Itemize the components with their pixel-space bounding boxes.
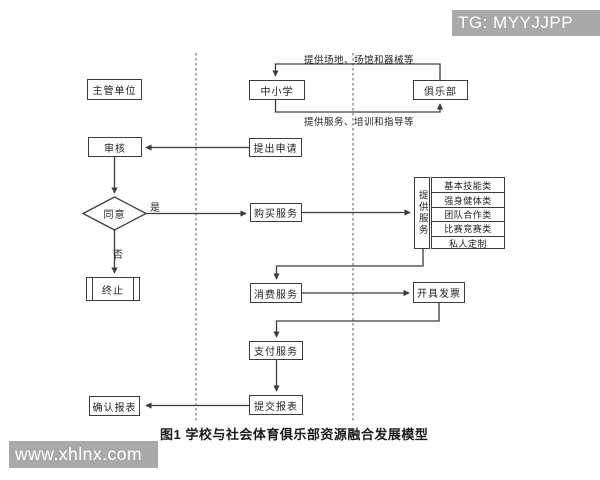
- service-item: 私人定制: [432, 235, 504, 250]
- service-category-list: 基本技能类 强身健体类 团队合作类 比赛竞赛类 私人定制: [431, 177, 505, 249]
- watermark-top-right: TG: MYYJJPP: [452, 10, 600, 36]
- node-apply: 提出申请: [249, 138, 302, 157]
- watermark-bottom-left: www.xhlnx.com: [9, 441, 158, 468]
- node-submit-report: 提交报表: [249, 395, 303, 415]
- edge-provide-to-consume: [273, 249, 424, 280]
- node-confirm-report: 确认报表: [89, 396, 140, 416]
- node-terminate-label: 终止: [102, 285, 124, 297]
- service-item: 比赛竞赛类: [432, 221, 504, 235]
- node-provide-service: 提供服务: [414, 177, 430, 249]
- figure-caption: 图1 学校与社会体育俱乐部资源融合发展模型: [160, 427, 429, 442]
- edge-school-to-club: [274, 100, 444, 113]
- node-consume: 消费服务: [250, 283, 302, 303]
- node-pay: 支付服务: [249, 341, 303, 360]
- edge-label-yes: 是: [150, 203, 161, 214]
- node-terminate: 终止: [86, 277, 140, 301]
- node-purchase: 购买服务: [250, 203, 302, 222]
- terminator-inner-line: [132, 278, 134, 300]
- node-invoice: 开具发票: [413, 282, 465, 303]
- node-club: 俱乐部: [413, 80, 468, 100]
- decision-diamond-shape: [81, 196, 148, 231]
- service-item: 基本技能类: [444, 180, 492, 191]
- node-supervisor: 主管单位: [87, 79, 142, 100]
- edge-label-provide-training: 提供服务、培训和指导等: [303, 117, 414, 128]
- edge-label-no: 否: [113, 250, 124, 261]
- edge-club-to-school: [272, 63, 441, 80]
- node-decision-label: 同意: [103, 210, 126, 221]
- edge-invoice-to-pay: [273, 303, 440, 338]
- node-review: 审核: [88, 137, 142, 157]
- node-school: 中小学: [249, 80, 305, 100]
- edge-label-provide-venues: 提供场地、场馆和器械等: [303, 55, 414, 66]
- service-item: 团队合作类: [432, 206, 504, 221]
- service-item: 强身健体类: [432, 192, 504, 206]
- terminator-inner-line: [92, 278, 94, 300]
